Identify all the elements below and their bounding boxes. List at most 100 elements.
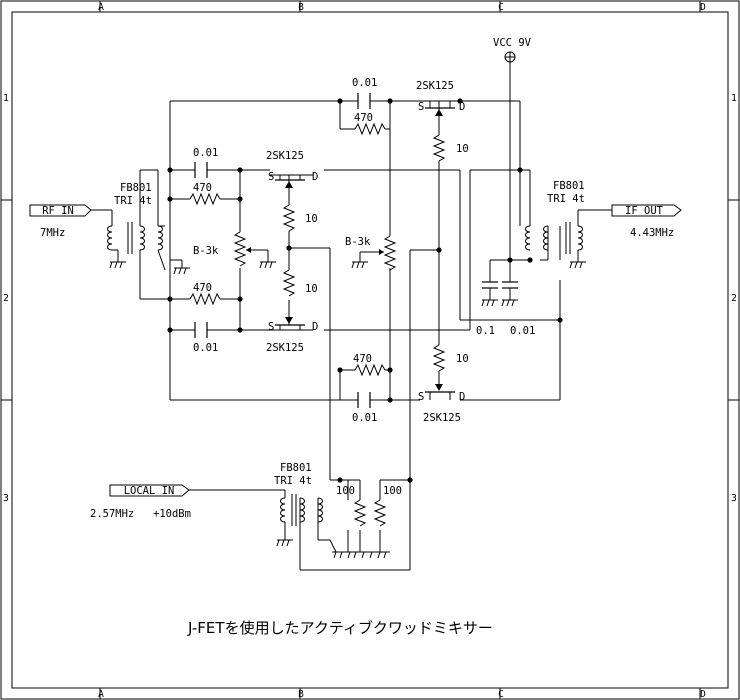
transformer-lo <box>280 494 337 553</box>
label-r-lo-2: 100 <box>383 485 402 497</box>
label-c-lower: 0.01 <box>193 342 218 354</box>
transformer-labels: FB801 TRI 4t FB801 TRI 4t FB801 TRI 4t <box>114 180 585 487</box>
local-in-frequency: 2.57MHz <box>90 508 134 520</box>
label-q2-part: 2SK125 <box>266 342 304 354</box>
label-c-bottom: 0.01 <box>352 412 377 424</box>
if-out-frequency: 4.43MHz <box>630 227 674 239</box>
frame-references: A B C D A B C D 1 2 3 1 2 3 <box>3 2 737 700</box>
label-q4-part: 2SK125 <box>423 412 461 424</box>
label-r-lo-1: 100 <box>336 485 355 497</box>
ground-icon <box>259 261 276 269</box>
label-q1-part: 2SK125 <box>266 150 304 162</box>
label-lo-transformer-winding: TRI 4t <box>274 475 312 487</box>
label-q4-source: S <box>418 391 424 403</box>
capacitors <box>194 93 518 408</box>
local-in-label: LOCAL IN <box>124 485 175 497</box>
ground-icon <box>109 261 126 269</box>
label-q1-drain: D <box>312 171 318 183</box>
ground-icon <box>481 299 498 307</box>
label-c-upper: 0.01 <box>193 147 218 159</box>
label-lo-transformer-part: FB801 <box>280 462 312 474</box>
label-q4-drain: D <box>459 391 465 403</box>
fet-labels: 2SK125 S D 2SK125 S D 2SK125 S D 2SK125 … <box>266 80 465 424</box>
label-q3-drain: D <box>459 101 465 113</box>
grounds <box>109 261 586 559</box>
resistor-gate-2 <box>282 269 296 297</box>
ground-icon <box>173 267 190 275</box>
label-r-gate-3: 10 <box>456 143 469 155</box>
ground-icon <box>501 299 518 307</box>
ground-icon <box>351 261 368 269</box>
label-pot-right: B-3k <box>345 236 371 248</box>
resistor-gate-4 <box>432 344 446 372</box>
label-if-transformer-part: FB801 <box>553 180 585 192</box>
ground-icon <box>332 551 390 559</box>
row-ref-left-3: 3 <box>3 493 9 504</box>
cap-top <box>357 93 371 109</box>
local-in-level: +10dBm <box>153 508 191 520</box>
col-ref-bottom-c: C <box>498 689 504 700</box>
row-ref-left-2: 2 <box>3 293 9 304</box>
label-r-gate-1: 10 <box>305 213 318 225</box>
transformer-if <box>525 210 583 262</box>
port-if-out: IF OUT 4.43MHz <box>592 204 682 239</box>
diagram-title: J-FETを使用したアクティブクワッドミキサー <box>187 619 493 637</box>
label-r-gate-4: 10 <box>456 353 469 365</box>
label-c-dec-1: 0.1 <box>476 325 495 337</box>
cap-lower <box>194 322 208 338</box>
potentiometers <box>233 231 397 271</box>
label-r-upper: 470 <box>193 182 212 194</box>
pot-left <box>233 231 247 267</box>
label-q2-source: S <box>268 321 274 333</box>
port-local-in: LOCAL IN 2.57MHz +10dBm <box>90 484 286 520</box>
col-ref-top-d: D <box>700 2 706 13</box>
resistors <box>189 122 446 527</box>
label-q1-source: S <box>268 171 274 183</box>
component-labels: 0.01 470 0.01 470 470 0.01 470 0.01 B-3k… <box>193 77 535 497</box>
resistor-gate-3 <box>432 134 446 162</box>
label-c-top: 0.01 <box>352 77 377 89</box>
col-ref-top-a: A <box>98 2 104 13</box>
label-r-lower: 470 <box>193 282 212 294</box>
col-ref-bottom-a: A <box>98 689 104 700</box>
resistor-gate-1 <box>282 204 296 232</box>
ground-icon <box>276 539 293 547</box>
resistor-lower-470 <box>189 292 221 306</box>
junctions <box>167 98 563 483</box>
pot-right <box>383 235 397 271</box>
label-rf-transformer-winding: TRI 4t <box>114 195 152 207</box>
if-out-label: IF OUT <box>625 205 664 217</box>
rf-in-frequency: 7MHz <box>40 227 65 239</box>
row-ref-right-1: 1 <box>731 93 737 104</box>
resistor-lo-2 <box>373 499 387 527</box>
row-ref-right-2: 2 <box>731 293 737 304</box>
row-ref-left-1: 1 <box>3 93 9 104</box>
label-pot-left: B-3k <box>193 245 219 257</box>
label-q3-part: 2SK125 <box>416 80 454 92</box>
col-ref-top-b: B <box>298 2 304 13</box>
label-q3-source: S <box>418 101 424 113</box>
resistor-lo-1 <box>353 499 367 527</box>
label-q2-drain: D <box>312 321 318 333</box>
label-r-bottom: 470 <box>353 353 372 365</box>
port-rf-in: RF IN 7MHz <box>29 204 112 239</box>
resistor-bottom-470 <box>354 363 386 377</box>
cap-decoupling-2 <box>502 281 518 289</box>
label-rf-transformer-part: FB801 <box>120 182 152 194</box>
fet-q1 <box>275 174 313 192</box>
fets <box>275 101 455 400</box>
cap-upper <box>194 162 208 178</box>
label-c-dec-2: 0.01 <box>510 325 535 337</box>
cap-decoupling-1 <box>482 281 498 289</box>
rf-in-label: RF IN <box>42 205 74 217</box>
resistor-top-470 <box>354 122 386 136</box>
fet-q4 <box>425 384 455 400</box>
vcc-supply: VCC 9V <box>493 37 532 260</box>
label-r-top: 470 <box>354 112 373 124</box>
col-ref-bottom-d: D <box>700 689 706 700</box>
transformers <box>107 210 583 553</box>
ground-icon <box>569 261 586 269</box>
fet-q3 <box>425 101 455 120</box>
